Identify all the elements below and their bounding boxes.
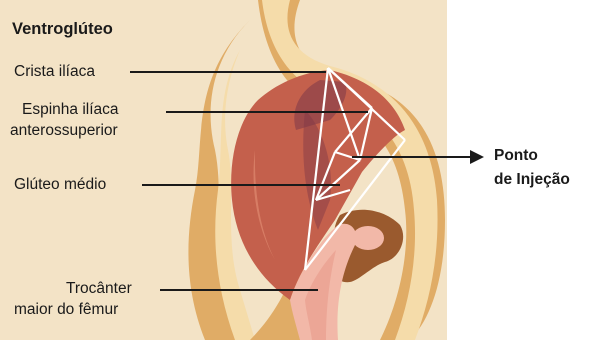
femoral-head: [352, 226, 384, 250]
label-ponto-line1: Ponto: [494, 146, 538, 165]
label-ponto-line2: de Injeção: [494, 170, 570, 189]
label-trocanter-line1: Trocânter: [66, 279, 132, 298]
arrow-head-icon: [470, 150, 484, 164]
label-trocanter-line2: maior do fêmur: [14, 300, 118, 319]
label-espinha-line2: anterossuperior: [10, 121, 118, 140]
diagram-title: Ventroglúteo: [12, 20, 113, 39]
label-crista-iliaca: Crista ilíaca: [14, 62, 95, 81]
label-espinha-line1: Espinha ilíaca: [22, 100, 119, 119]
label-gluteo-medio: Glúteo médio: [14, 175, 106, 194]
